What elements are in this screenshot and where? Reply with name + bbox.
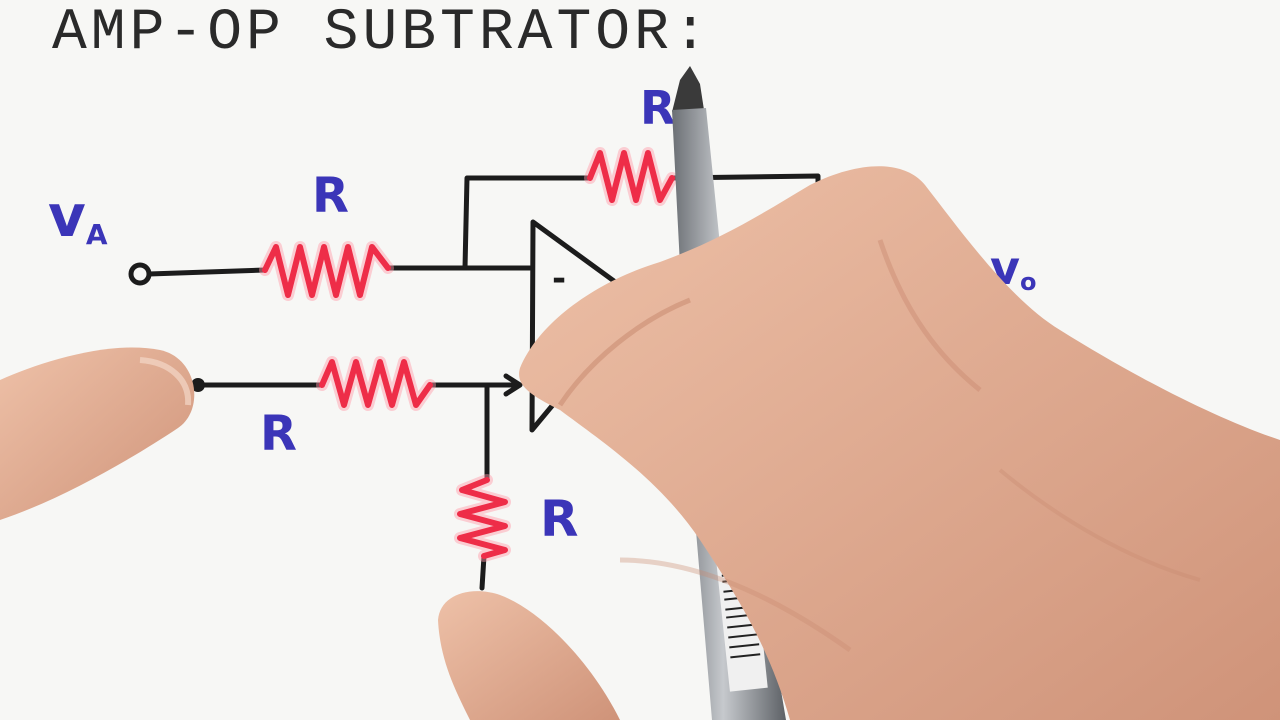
input-a-terminal bbox=[128, 262, 152, 286]
diagram-title: AMP-OP SUBTRATOR: bbox=[52, 1, 712, 66]
resistor-input-top bbox=[259, 241, 394, 301]
left-finger bbox=[0, 347, 195, 520]
resistor-feedback bbox=[584, 147, 678, 206]
label-input-a: vA bbox=[48, 182, 108, 251]
inverting-input-sign: - bbox=[552, 259, 566, 299]
label-r-bottom: R bbox=[260, 406, 297, 462]
bottom-finger bbox=[438, 591, 620, 720]
label-r-feedback: R bbox=[640, 81, 675, 135]
resistor-ground bbox=[454, 474, 511, 562]
label-r-ground: R bbox=[540, 490, 579, 548]
resistor-input-bottom bbox=[316, 356, 436, 411]
label-r-top-left: R bbox=[312, 168, 349, 224]
right-hand bbox=[519, 166, 1280, 720]
